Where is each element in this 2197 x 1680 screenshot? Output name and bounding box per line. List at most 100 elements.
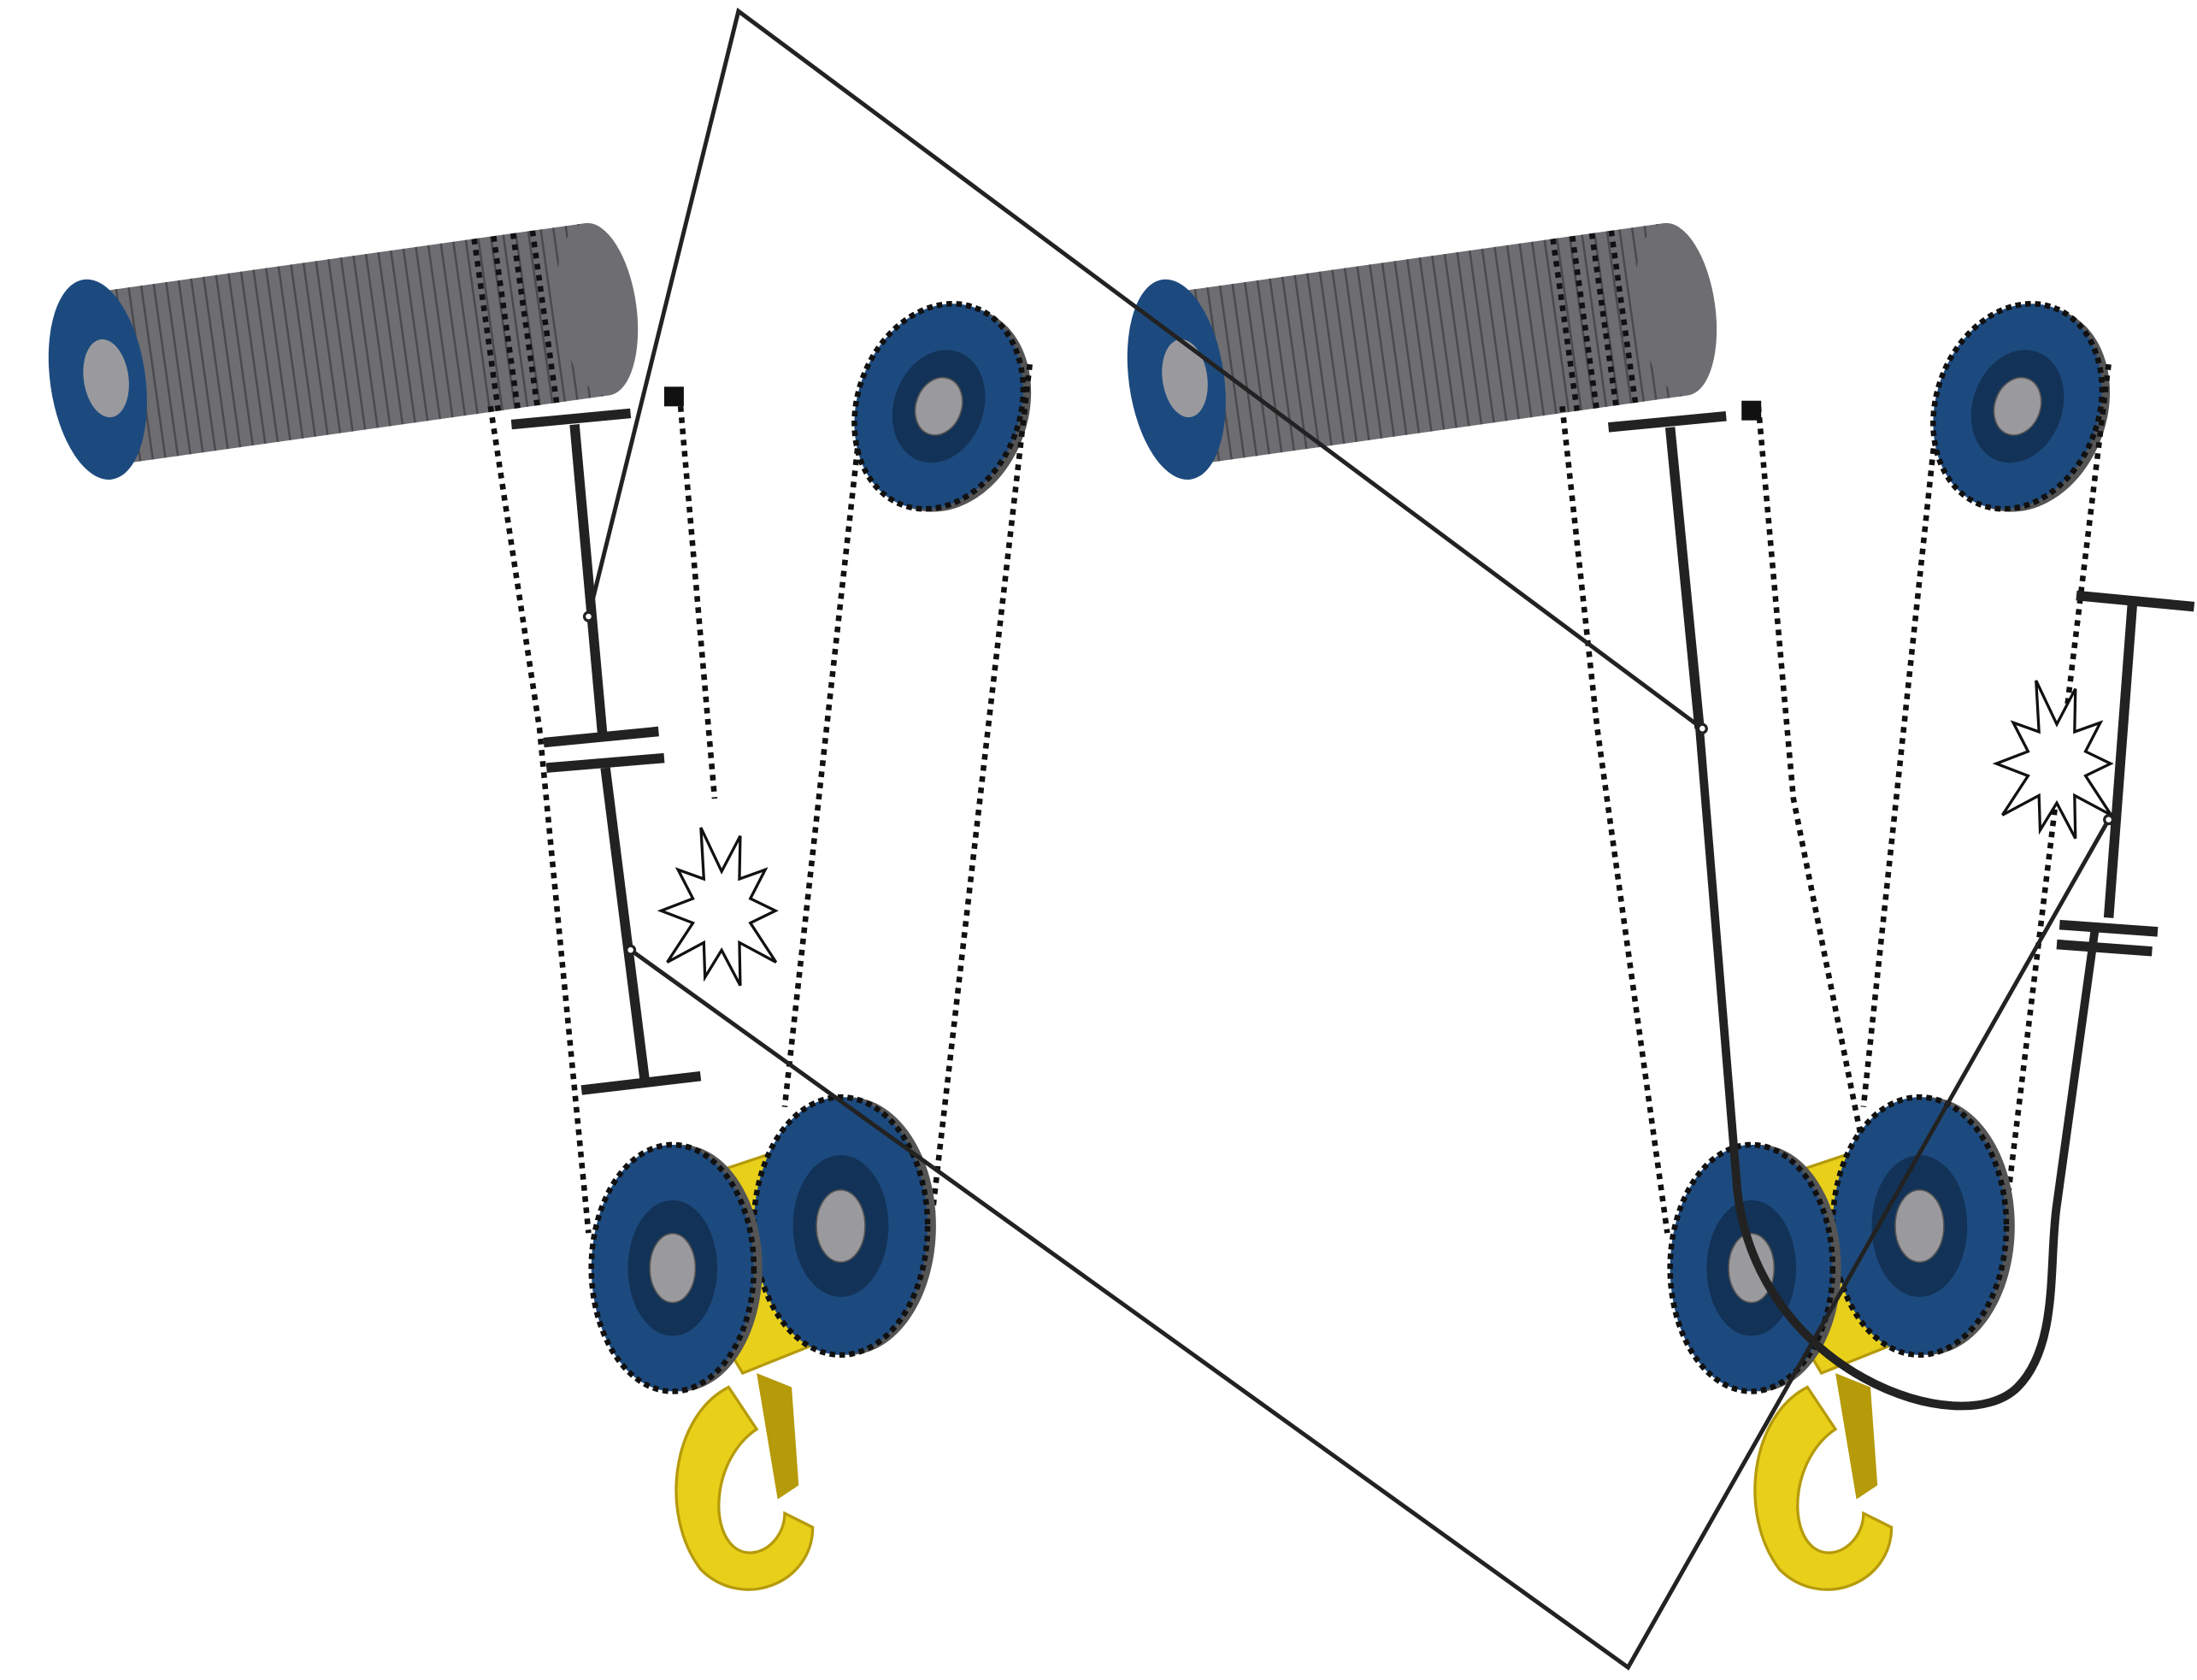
- drum-groove: [1618, 229, 1645, 402]
- dimension-bar: [543, 726, 659, 748]
- drum-groove: [1256, 280, 1283, 453]
- sheave-hub: [1728, 1232, 1776, 1304]
- drum-groove: [539, 229, 567, 402]
- drum-groove: [1356, 266, 1383, 439]
- drum-groove: [339, 257, 367, 430]
- frame-node-3: [625, 944, 637, 956]
- dimension-bar: [2103, 602, 2138, 918]
- left-hoist-assembly: [48, 222, 1033, 1591]
- frame-node-1: [582, 610, 595, 622]
- drum-groove: [1331, 269, 1358, 443]
- drum-groove: [1281, 276, 1308, 450]
- dimension-bar: [1664, 427, 1705, 729]
- drum-groove: [1318, 271, 1346, 445]
- dimension-bar: [2076, 590, 2195, 612]
- drum-groove: [190, 278, 217, 451]
- drum-groove: [352, 256, 379, 428]
- hook-latch: [757, 1373, 799, 1500]
- rope-dotted: [781, 448, 861, 1108]
- drum-groove: [415, 246, 441, 420]
- drum-groove: [1556, 238, 1582, 411]
- drum-groove: [1456, 251, 1483, 425]
- drum-groove: [264, 268, 292, 440]
- hook-latch: [1835, 1373, 1878, 1500]
- sheave-hub: [1993, 376, 2042, 436]
- drum-groove: [315, 261, 342, 433]
- drum-groove: [327, 259, 354, 432]
- drum-groove: [1505, 245, 1533, 418]
- rope-anchor: [663, 386, 684, 407]
- drum-groove: [1431, 256, 1458, 428]
- hook: [674, 1385, 815, 1591]
- drum-groove: [390, 250, 416, 423]
- rope-break-starburst: [1992, 680, 2114, 840]
- dimension-bar: [2059, 919, 2159, 937]
- drum-groove: [1218, 285, 1246, 458]
- outline-frame-line-bottom: [629, 818, 2111, 1671]
- drum-groove: [452, 241, 479, 415]
- drum-groove: [165, 281, 191, 455]
- drum-groove: [1306, 273, 1333, 446]
- dimension-bar: [2056, 939, 2153, 957]
- drum-groove: [1531, 241, 1558, 415]
- drum-groove: [364, 253, 392, 427]
- sheave: [751, 1093, 936, 1359]
- drum-groove: [1518, 243, 1546, 416]
- rope-dotted: [1755, 405, 1881, 1220]
- drum-groove: [1343, 268, 1370, 440]
- sheave-hub: [1894, 1188, 1945, 1264]
- drum-groove: [1244, 281, 1270, 455]
- dimension-bar: [569, 424, 608, 736]
- drum-groove: [477, 238, 504, 411]
- sheave: [851, 301, 1032, 512]
- drum-groove: [1581, 234, 1608, 407]
- outline-frame-line-top: [586, 7, 1704, 731]
- rope-dotted: [1559, 405, 1670, 1234]
- drum-groove: [290, 264, 316, 437]
- drum-groove: [1231, 283, 1258, 457]
- drum-groove: [502, 234, 529, 407]
- drum-groove: [427, 245, 454, 418]
- sheave-hub: [649, 1232, 697, 1304]
- drum-groove: [464, 239, 492, 413]
- drum-groove: [1568, 236, 1595, 410]
- rope-dotted: [1860, 448, 1937, 1108]
- drum-groove: [1418, 257, 1446, 430]
- dimension-bar: [510, 408, 632, 430]
- rope-anchor: [1741, 400, 1762, 421]
- sheave: [1829, 1093, 2015, 1359]
- drum-groove: [1381, 262, 1408, 435]
- rope-dotted: [487, 405, 592, 1234]
- drum-groove: [139, 285, 167, 458]
- drum-groove: [1443, 253, 1470, 427]
- drum-groove: [277, 266, 304, 439]
- sheave: [1930, 301, 2111, 512]
- rope-loop: [1695, 728, 2100, 1411]
- drum-groove: [377, 251, 404, 425]
- drum-groove: [302, 262, 329, 435]
- rope-break-starburst: [657, 827, 779, 987]
- drum-groove: [1543, 239, 1570, 413]
- drum-groove: [515, 233, 541, 405]
- drum-hub: [1162, 339, 1208, 418]
- rope-dotted: [928, 363, 1033, 1220]
- drum-groove: [227, 273, 254, 446]
- drum-groove: [1593, 233, 1620, 405]
- drum-groove: [177, 280, 204, 453]
- rope-drum: [48, 222, 639, 480]
- drum-groove: [1493, 246, 1520, 420]
- rope-drum: [1127, 222, 1717, 480]
- drum-groove: [252, 269, 280, 443]
- drum-hub: [83, 339, 129, 418]
- drum-groove: [1605, 231, 1633, 404]
- drum-groove: [439, 243, 467, 416]
- drum-groove: [527, 231, 554, 404]
- drum-end: [557, 222, 639, 396]
- drum-groove: [1393, 261, 1421, 433]
- drum-groove: [402, 248, 429, 421]
- drum-groove: [239, 271, 267, 445]
- drum-groove: [489, 236, 516, 410]
- drum-groove: [1405, 259, 1433, 432]
- sheave: [588, 1141, 763, 1394]
- drum-groove: [1293, 274, 1321, 448]
